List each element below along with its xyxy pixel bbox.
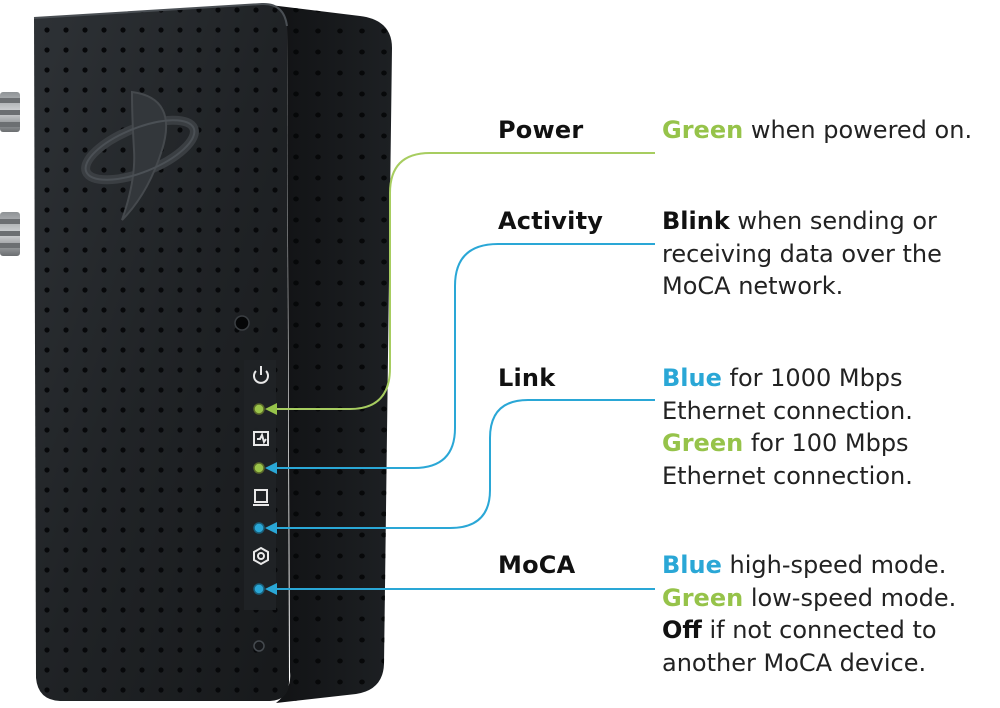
activity-callout-arrow (265, 462, 277, 474)
activity-desc-text-2: receiving data over the (662, 239, 942, 268)
power-led (253, 403, 265, 415)
activity-desc-text-3: MoCA network. (662, 272, 844, 300)
moca-description: Blue high-speed mode. Green low-speed mo… (662, 549, 998, 679)
power-callout-arrow (265, 403, 277, 415)
power-label: Power (498, 116, 584, 144)
activity-callout-line (272, 243, 655, 469)
activity-icon (253, 431, 269, 446)
link-desc-text-1: for 1000 Mbps (721, 364, 903, 392)
moca-desc-keyword-blue: Blue (662, 551, 722, 579)
moca-desc-text-1: high-speed mode. (721, 551, 947, 579)
link-desc-text-4: Ethernet connection. (662, 461, 913, 490)
link-desc-text-3: for 100 Mbps (743, 429, 909, 457)
moca-desc-text-4: another MoCA device. (662, 648, 927, 677)
power-callout-line (272, 152, 655, 410)
power-desc-keyword: Green (662, 116, 744, 144)
moca-led (253, 583, 265, 595)
link-desc-keyword-blue: Blue (662, 364, 722, 392)
moca-callout-arrow (265, 583, 277, 595)
activity-label: Activity (498, 207, 604, 235)
activity-desc-text-1: when sending or (729, 207, 937, 235)
bottom-led (253, 640, 265, 652)
power-desc-text: when powered on. (743, 116, 973, 144)
moca-label: MoCA (498, 551, 576, 579)
activity-desc-keyword: Blink (662, 207, 730, 235)
moca-desc-text-3: if not connected to (701, 616, 937, 644)
power-description: Green when powered on. (662, 114, 998, 147)
moca-desc-text-2: low-speed mode. (743, 583, 957, 612)
link-desc-keyword-green: Green (662, 429, 744, 457)
link-label: Link (498, 364, 556, 392)
brand-logo (81, 90, 199, 221)
monitor-icon (253, 489, 269, 506)
coax-connector-top (0, 92, 20, 132)
power-icon (253, 366, 269, 384)
link-led (253, 522, 265, 534)
activity-description: Blink when sending or receiving data ove… (662, 205, 998, 303)
activity-led (253, 462, 265, 474)
moca-hexagon-icon (253, 546, 269, 566)
link-desc-text-2: Ethernet connection. (662, 396, 913, 425)
reset-hole (234, 315, 250, 331)
link-callout-line (272, 399, 655, 529)
link-callout-arrow (265, 522, 277, 534)
moca-desc-keyword-green: Green (662, 583, 744, 612)
moca-desc-keyword-off: Off (662, 616, 702, 644)
coax-connector-bottom (0, 212, 20, 256)
link-description: Blue for 1000 Mbps Ethernet connection. … (662, 362, 998, 492)
